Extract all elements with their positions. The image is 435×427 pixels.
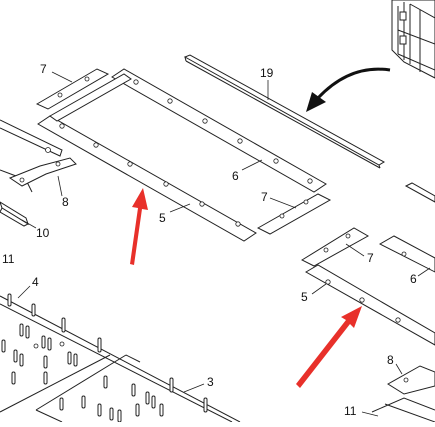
right-group-plates <box>300 182 435 346</box>
callout-6-upper: 6 <box>232 169 239 183</box>
studs <box>1 293 208 423</box>
part-19-bar <box>183 54 386 169</box>
callout-7-mid: 7 <box>261 190 268 204</box>
callout-11-left: 11 <box>2 252 15 266</box>
callouts: 7 19 6 7 5 8 10 11 4 7 6 5 8 3 11 <box>2 62 417 418</box>
right-lower-bracket <box>371 365 435 423</box>
floor-plate <box>0 293 241 423</box>
callout-5-right: 5 <box>301 290 308 304</box>
callout-7-right: 7 <box>367 251 374 265</box>
callout-11-bottom: 11 <box>344 404 357 418</box>
red-arrow-lower <box>296 306 362 388</box>
machine-frame <box>391 0 435 79</box>
callout-19: 19 <box>260 66 274 80</box>
callout-4: 4 <box>32 275 39 289</box>
callout-5-upper: 5 <box>159 211 166 225</box>
part-5-gasket <box>37 73 257 242</box>
leader-lines <box>17 71 431 417</box>
left-bracket <box>0 119 77 193</box>
part-7-mid-plate <box>256 193 332 235</box>
callout-8-left: 8 <box>62 195 69 209</box>
callout-3: 3 <box>207 375 214 389</box>
callout-10: 10 <box>36 226 50 240</box>
part-10-bracket <box>0 201 30 227</box>
callout-6-right: 6 <box>410 272 417 286</box>
callout-7-top-left: 7 <box>40 62 47 76</box>
black-curved-arrow <box>306 67 391 112</box>
part-7-top-plate <box>35 68 110 110</box>
part-6-frame <box>111 68 327 193</box>
callout-8-right: 8 <box>387 353 394 367</box>
red-arrow-upper <box>130 188 148 265</box>
